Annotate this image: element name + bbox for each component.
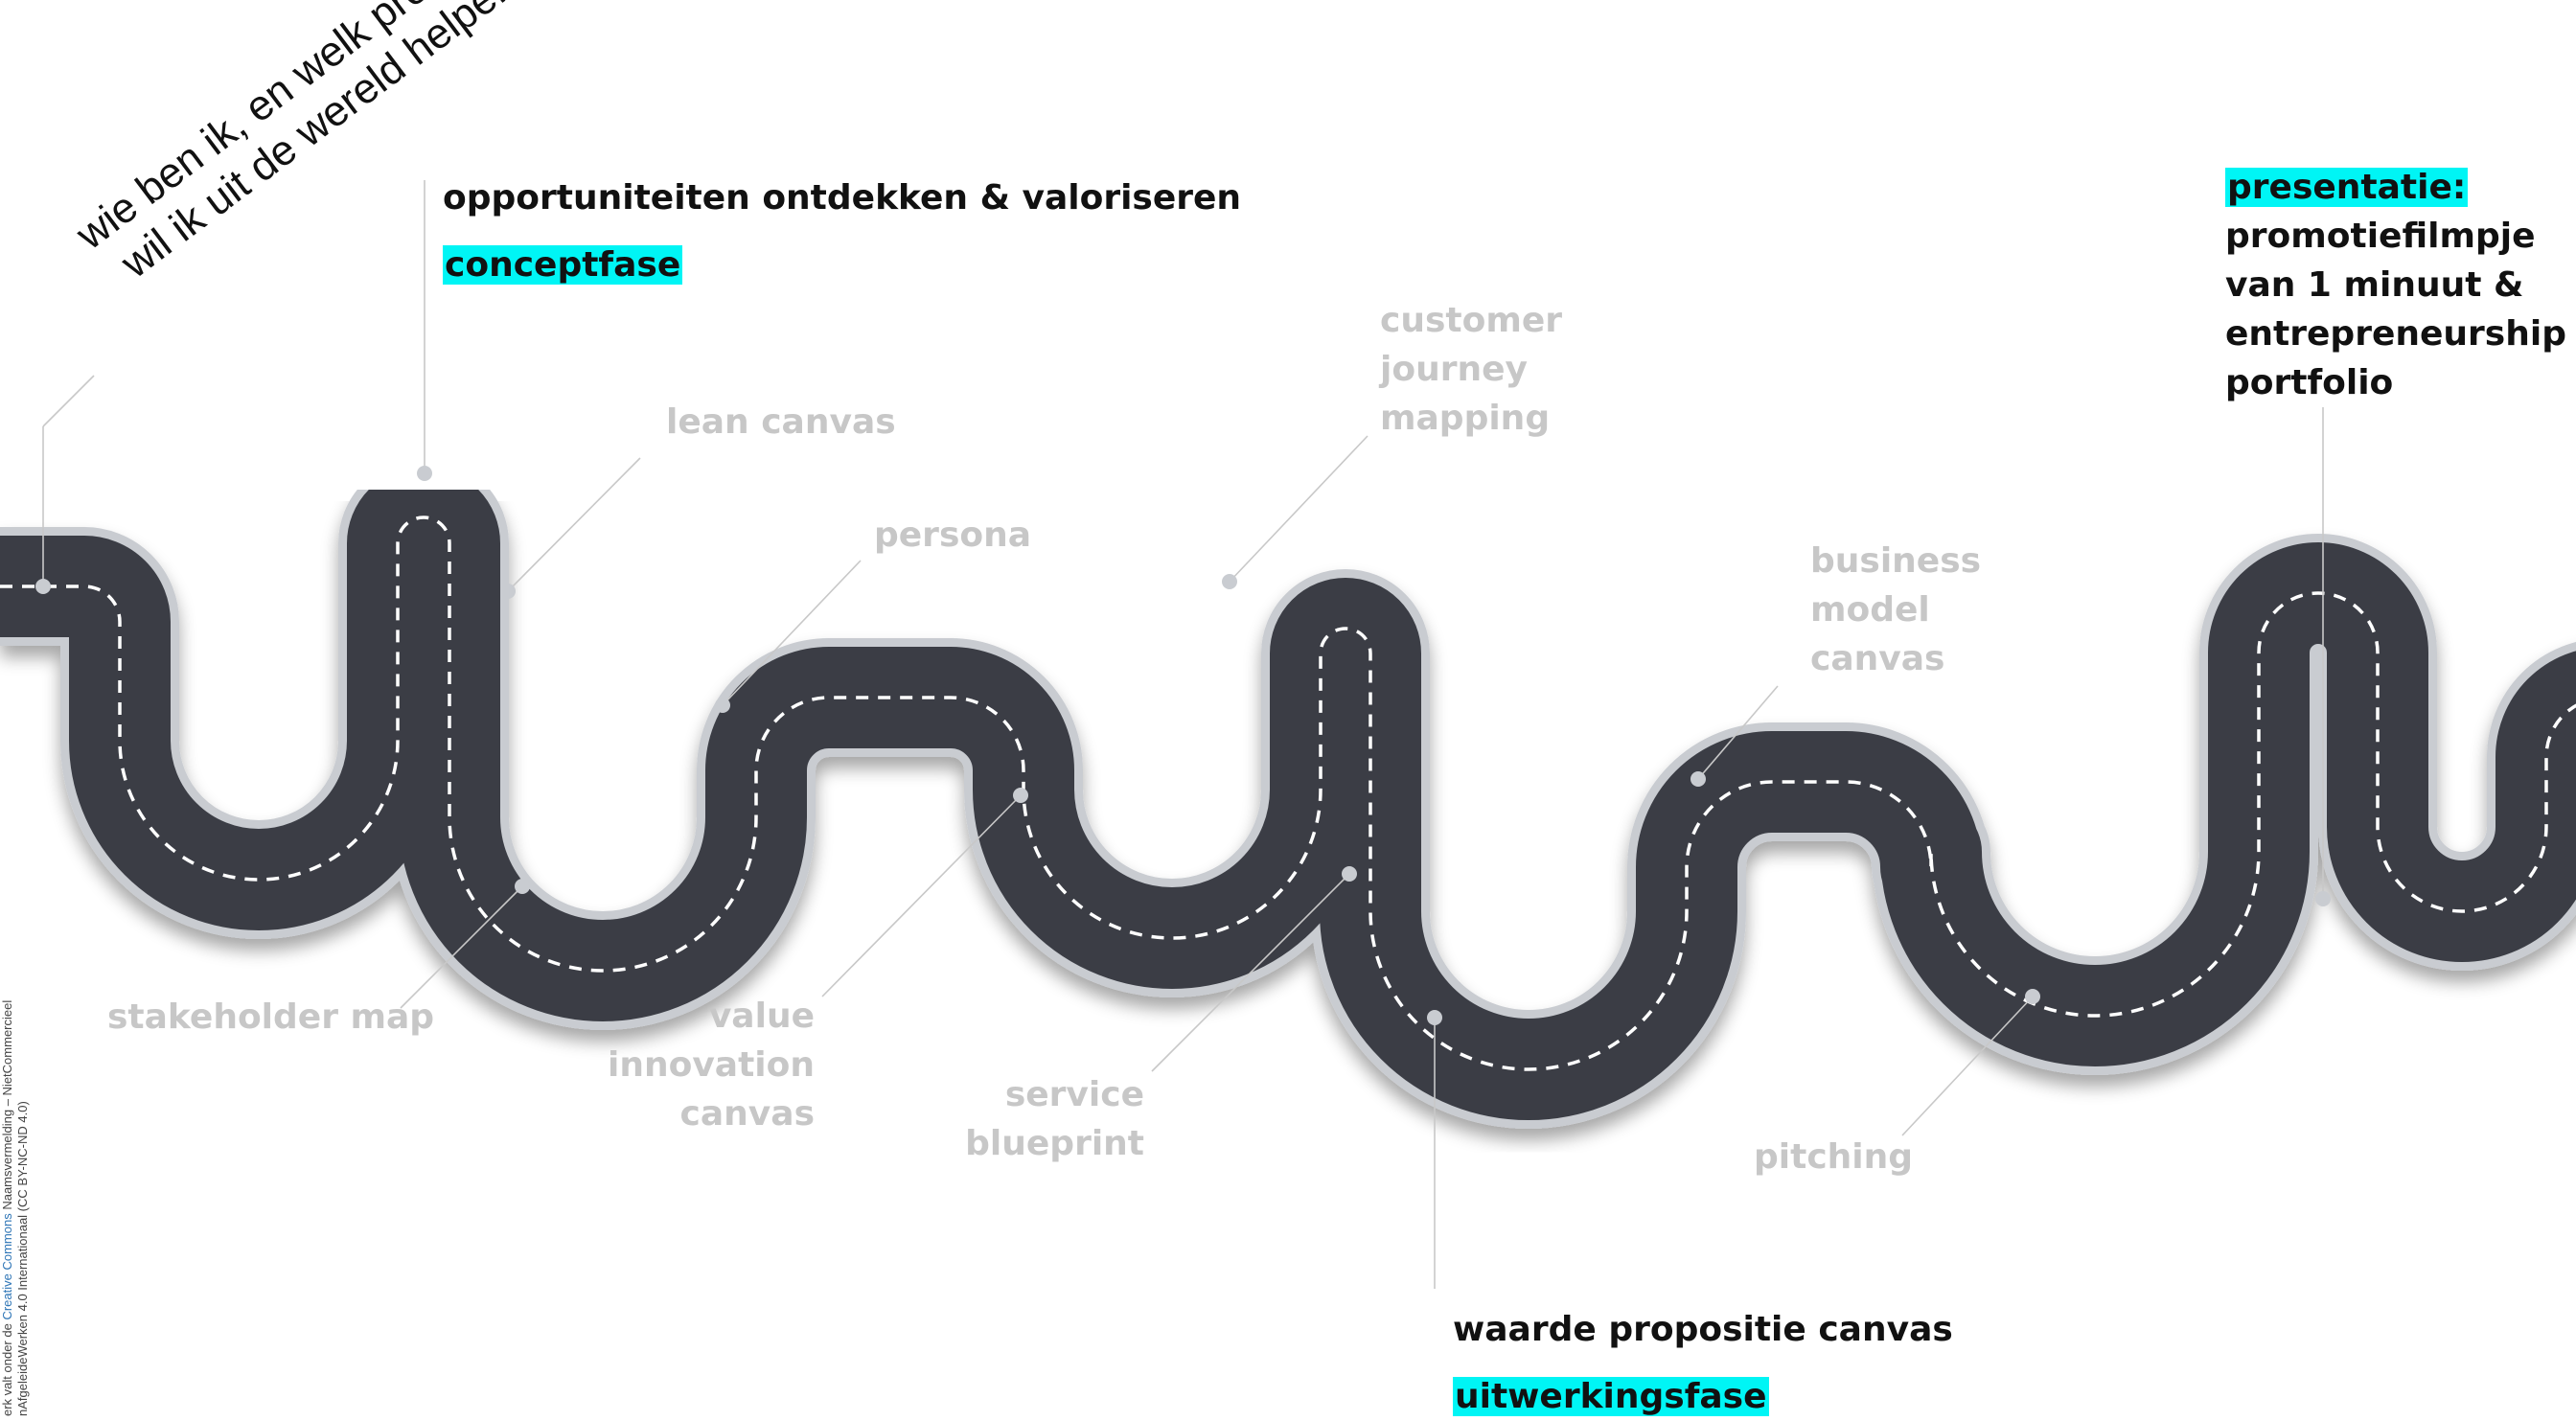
leader-customer-journey (1229, 435, 1368, 583)
tool-service-blueprint: service blueprint (920, 1070, 1144, 1168)
tool-lean-canvas: lean canvas (666, 402, 896, 442)
tool-business-model: business model canvas (1810, 537, 1981, 683)
leader-business-model (1697, 685, 1779, 780)
milestone-dot (515, 879, 530, 894)
milestone-dot (1427, 1010, 1442, 1025)
tool-customer-journey-line: journey (1380, 350, 1528, 389)
leader-value-innovation (821, 794, 1022, 997)
milestone-dot (1222, 574, 1237, 589)
tool-service-blueprint-line: service (1004, 1075, 1144, 1114)
milestone-dot (417, 466, 432, 481)
milestone-dot (2025, 989, 2040, 1004)
license-line-2: nAfgeleideWerken 4.0 Internationaal (CC … (15, 1101, 30, 1416)
milestone-dot (715, 698, 730, 713)
tool-business-model-line: model (1810, 590, 1930, 630)
presentatie-phase-highlight: presentatie: (2225, 168, 2469, 207)
leader-intro-diag (42, 375, 95, 427)
concept-phase-highlight: conceptfase (443, 245, 683, 285)
tool-customer-journey-line: customer (1380, 301, 1563, 340)
license-line-1: erk valt onder de Creative Commons Naams… (0, 999, 14, 1416)
milestone-dot (1690, 771, 1706, 787)
presentatie-line: promotiefilmpje (2225, 217, 2536, 256)
tool-pitching: pitching (1754, 1137, 1914, 1177)
milestone-dot (1013, 788, 1028, 803)
leader-persona (722, 560, 862, 706)
creative-commons-link[interactable]: Creative Commons (0, 1213, 14, 1320)
leader-lines (42, 180, 2324, 1289)
tool-value-innovation-line: value (708, 997, 815, 1036)
leader-service-blueprint (1151, 873, 1350, 1072)
tool-value-innovation-line: canvas (679, 1094, 815, 1134)
milestone-dot (1342, 866, 1357, 882)
tool-value-innovation-line: innovation (608, 1045, 815, 1085)
concept-phase: conceptfase (443, 241, 683, 289)
license-note: erk valt onder de Creative Commons Naams… (0, 1000, 31, 1416)
leader-stakeholder (400, 885, 523, 1009)
presentatie-line: entrepreneurship (2225, 314, 2566, 354)
leader-lean-canvas (507, 457, 641, 592)
milestone-dots (35, 466, 2331, 1025)
milestone-dot (500, 584, 516, 599)
presentatie-block: presentatie: promotiefilmpje van 1 minuu… (2225, 163, 2566, 407)
winding-road (0, 458, 2576, 1129)
presentatie-line: portfolio (2225, 363, 2394, 402)
tool-stakeholder-map: stakeholder map (107, 997, 435, 1037)
tool-business-model-line: canvas (1810, 639, 1945, 678)
uitwerking-title: waarde propositie canvas (1453, 1310, 1953, 1349)
milestone-dot (35, 579, 51, 594)
tool-customer-journey: customer journey mapping (1380, 296, 1562, 443)
leader-pitching (1901, 996, 2034, 1136)
tool-customer-journey-line: mapping (1380, 399, 1551, 438)
concept-title: opportuniteiten ontdekken & valoriseren (443, 178, 1242, 218)
road-center-dashes (0, 516, 2576, 1071)
tool-value-innovation: value innovation canvas (594, 992, 815, 1138)
tool-business-model-line: business (1810, 541, 1982, 581)
milestone-dot (2315, 891, 2331, 906)
tool-persona: persona (874, 516, 1032, 555)
uitwerking-phase-highlight: uitwerkingsfase (1453, 1377, 1769, 1416)
uitwerking-phase: uitwerkingsfase (1453, 1372, 1769, 1421)
presentatie-line: van 1 minuut & (2225, 265, 2524, 305)
tool-service-blueprint-line: blueprint (965, 1124, 1144, 1163)
